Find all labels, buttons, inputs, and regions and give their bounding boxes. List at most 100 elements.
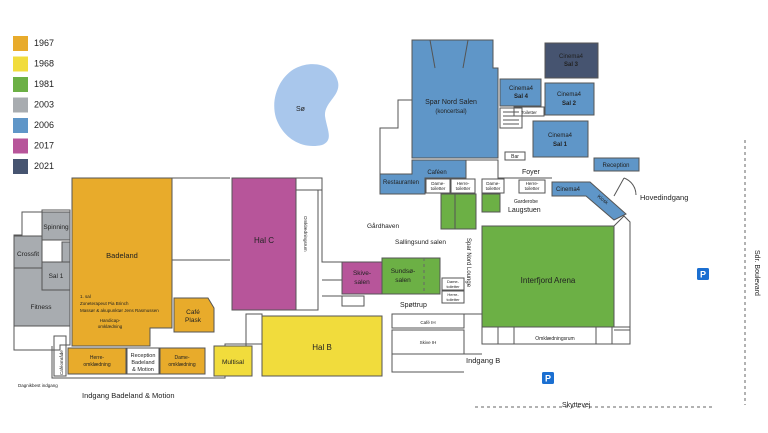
hal-b[interactable]	[261, 315, 383, 377]
svg-text:omklædning: omklædning	[168, 362, 195, 368]
daginstitution-label: Dagnikbest indgang	[18, 383, 58, 388]
spinning[interactable]	[41, 211, 71, 241]
hal-c-corridor	[296, 177, 342, 263]
svg-text:Plask: Plask	[185, 317, 202, 324]
multisal[interactable]	[213, 345, 253, 377]
cinema4-sal3-title: Cinema4	[559, 54, 584, 60]
cinema4-sal2[interactable]	[544, 82, 595, 116]
svg-text:omklædning: omklædning	[83, 362, 110, 368]
omklaedningsrum-vertical	[295, 189, 319, 311]
reception-badeland-motion[interactable]	[126, 347, 160, 375]
cinema4-sal1[interactable]	[532, 120, 589, 158]
svg-text:toiletter: toiletter	[486, 186, 501, 191]
svg-text:Dame-: Dame-	[174, 355, 189, 361]
legend-swatch-1981	[13, 77, 28, 92]
svg-text:omklædning: omklædning	[98, 324, 123, 329]
dame-toiletter-sundsoe	[441, 277, 465, 291]
hovedindgang-label: Hovedindgang	[640, 193, 688, 202]
fitness-sal1[interactable]	[41, 261, 71, 291]
legend-year-1967: 1967	[34, 38, 54, 48]
legend-swatch-2021	[13, 159, 28, 174]
spoettrup-room	[341, 295, 365, 307]
herre-toiletter-sundsoe	[441, 290, 465, 304]
svg-text:Herre-: Herre-	[447, 292, 459, 297]
sal1-label: Sal 1	[553, 142, 568, 148]
cinema4-sal2-title: Cinema4	[557, 92, 582, 98]
legend-year-1981: 1981	[34, 79, 54, 89]
svg-text:P: P	[700, 270, 706, 280]
svg-text:toiletter: toiletter	[431, 186, 446, 191]
sundsoe-salen[interactable]	[381, 257, 441, 295]
herre-toiletter-foyer	[450, 178, 476, 194]
svg-text:toiletter: toiletter	[446, 284, 460, 289]
legend-swatch-2003	[13, 97, 28, 113]
corridor-lines	[322, 279, 342, 297]
sal4-label: Sal 4	[514, 94, 529, 100]
svg-text:Herre-: Herre-	[457, 181, 470, 186]
arena-annex	[613, 215, 631, 331]
interfjord-arena-label: Interfjord Arena	[521, 276, 576, 285]
gaardhaven-label: Gårdhaven	[367, 222, 400, 230]
skyttevej-label: Skyttevej	[562, 402, 591, 409]
stairs-cinema	[499, 107, 523, 129]
spar-nord-lounge-label: Spar Nord Lounge	[465, 238, 471, 288]
svg-text:P: P	[545, 374, 551, 384]
legend-year-2006: 2006	[34, 120, 54, 130]
legend-swatch-2017	[13, 138, 28, 154]
svg-text:Skive IH: Skive IH	[420, 340, 437, 345]
svg-text:Dame-: Dame-	[447, 279, 460, 284]
svg-text:Dame-: Dame-	[431, 181, 445, 186]
hal-c[interactable]	[231, 177, 297, 311]
reception[interactable]	[593, 157, 640, 172]
kiosk-title: Cinema4	[556, 187, 581, 193]
foyer-outline	[466, 159, 552, 179]
fitness-sal1-label: Sal 1	[49, 273, 64, 280]
cafeomraade	[53, 335, 67, 377]
laugstuen-label: Laugstuen	[508, 207, 541, 214]
svg-text:Herre-: Herre-	[526, 181, 539, 186]
bar-label: Bar	[511, 154, 519, 160]
restauranten[interactable]	[379, 159, 467, 195]
skive-salen[interactable]	[341, 261, 383, 295]
hall-c-connector	[171, 177, 230, 298]
legend-swatch-1968	[13, 56, 28, 72]
lake	[274, 64, 339, 147]
hovedindgang-door	[623, 177, 637, 196]
legend-year-2003: 2003	[34, 100, 54, 110]
cinema4-sal3[interactable]	[544, 42, 599, 79]
badeland[interactable]	[71, 177, 173, 347]
svg-text:Hal B: Hal B	[312, 343, 332, 352]
svg-text:& Motion: & Motion	[132, 367, 154, 373]
svg-text:Café IH: Café IH	[420, 320, 435, 325]
fitness-outline	[13, 209, 71, 351]
svg-text:Hal C: Hal C	[254, 236, 274, 245]
cafe-plask[interactable]	[173, 297, 215, 333]
spar-nord-salen[interactable]	[411, 39, 499, 159]
sal2-label: Sal 2	[562, 101, 577, 107]
laugstuen[interactable]	[481, 193, 501, 213]
herre-toiletter-laug	[518, 179, 546, 194]
cinema4-sal4[interactable]	[499, 78, 542, 107]
cinema4-kiosk[interactable]	[551, 181, 627, 221]
sallingsund-salen[interactable]	[440, 193, 477, 230]
fitness-label: Fitness	[31, 304, 53, 311]
fitness[interactable]	[13, 267, 71, 327]
crossfit-label: Crossfit	[17, 251, 39, 258]
herre-omklaedning[interactable]	[67, 347, 127, 375]
dame-toiletter-foyer	[425, 178, 451, 194]
sdr-boulevard-label: Sdr. Boulevard	[753, 250, 760, 296]
legend-swatch-1967	[13, 36, 28, 51]
dame-omklaedning[interactable]	[159, 347, 206, 375]
indgang-b-label: Indgang B	[466, 356, 500, 365]
legend-year-2017: 2017	[34, 141, 54, 151]
badeland-label: Badeland	[106, 251, 138, 260]
parking-sign-south	[542, 372, 554, 384]
parking-sign-east	[697, 268, 709, 280]
svg-text:Reception: Reception	[131, 353, 156, 359]
svg-text:Caféområde: Caféområde	[58, 350, 64, 375]
fitness-storage	[61, 241, 71, 263]
svg-text:toiletter: toiletter	[446, 297, 460, 302]
bar[interactable]	[504, 151, 526, 161]
svg-text:Café: Café	[186, 309, 200, 316]
